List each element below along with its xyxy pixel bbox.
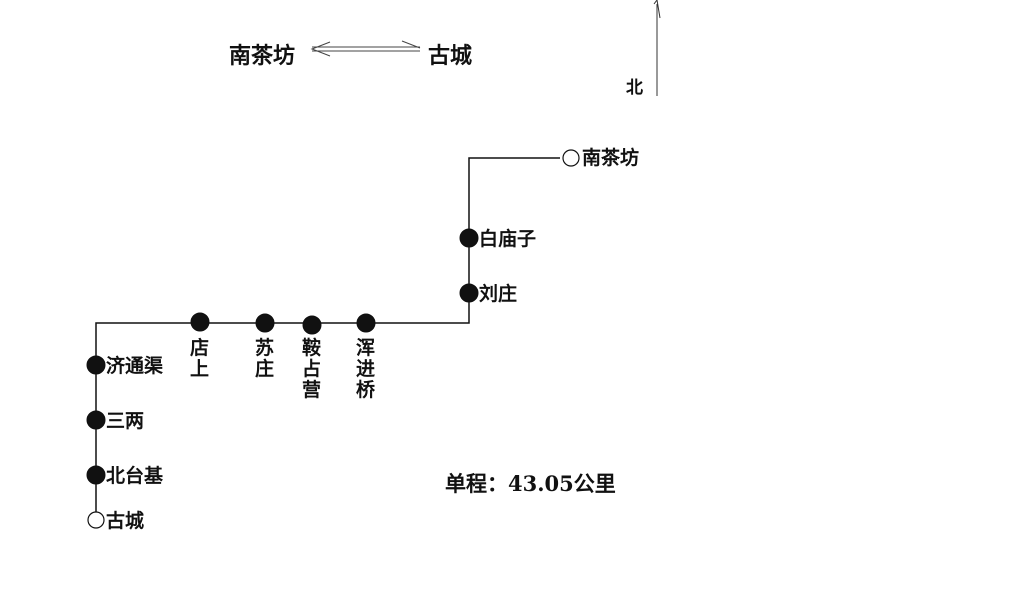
bidirectional-arrow-icon — [310, 40, 421, 57]
route-to: 古城 — [428, 43, 473, 69]
distance-label: 单程：43.05公里 — [445, 471, 616, 496]
station-marker — [302, 315, 322, 335]
station-label-sanliang: 三两 — [106, 410, 145, 432]
station-marker — [255, 313, 275, 333]
station-label-anzhanying: 鞍占营 — [302, 337, 322, 401]
station-marker — [86, 410, 106, 430]
terminal-station-marker — [562, 149, 580, 167]
station-marker — [459, 228, 479, 248]
route-from: 南茶坊 — [229, 43, 296, 69]
station-label-hunjinqiao: 浑进桥 — [356, 337, 376, 401]
north-arrow-icon — [653, 0, 661, 96]
station-label-liuzhuang: 刘庄 — [479, 283, 518, 305]
station-marker — [86, 465, 106, 485]
station-marker — [356, 313, 376, 333]
station-marker — [190, 312, 210, 332]
route-line — [95, 157, 560, 520]
terminal-station-marker — [87, 511, 105, 529]
station-label-dianshang: 店上 — [190, 337, 210, 380]
north-label: 北 — [626, 78, 643, 98]
station-label-gucheng: 古城 — [106, 510, 145, 532]
station-label-nanchafang: 南茶坊 — [582, 147, 640, 169]
station-label-suzhuang: 苏庄 — [255, 337, 275, 380]
station-label-jitongqu: 济通渠 — [106, 355, 164, 377]
station-label-baimiaozi: 白庙子 — [479, 228, 537, 250]
station-marker — [459, 283, 479, 303]
station-label-beitaiji: 北台基 — [106, 465, 164, 487]
station-marker — [86, 355, 106, 375]
